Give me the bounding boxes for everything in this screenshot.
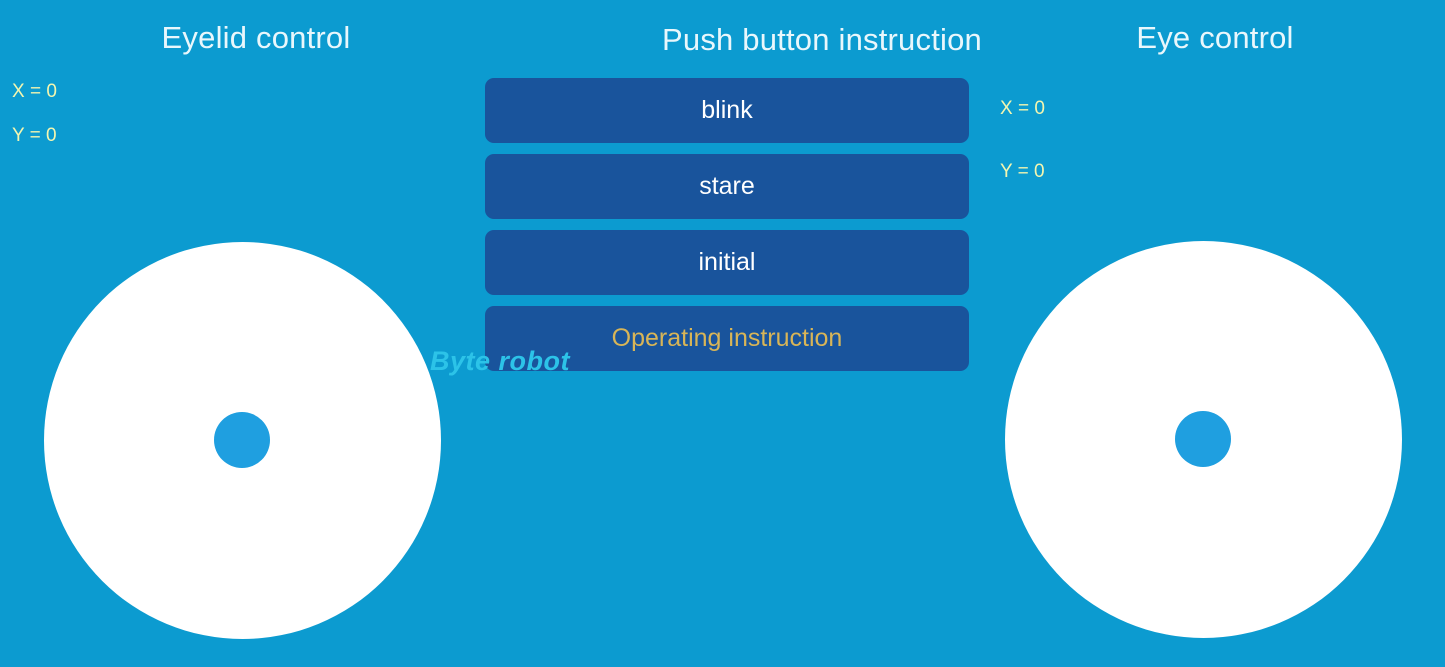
- eye-joystick-knob[interactable]: [1175, 411, 1231, 467]
- initial-button[interactable]: initial: [485, 230, 969, 295]
- operating-instruction-button[interactable]: Operating instruction: [485, 306, 969, 371]
- eye-x-readout: X = 0: [1000, 98, 1045, 119]
- blink-button[interactable]: blink: [485, 78, 969, 143]
- eyelid-joystick[interactable]: [44, 242, 441, 639]
- eyelid-panel-title: Eyelid control: [161, 20, 351, 55]
- push-button-panel-title: Push button instruction: [662, 22, 982, 57]
- push-button-stack: blink stare initial Operating instructio…: [485, 78, 969, 382]
- eye-y-readout: Y = 0: [1000, 161, 1045, 182]
- eye-panel-title: Eye control: [1136, 20, 1294, 55]
- eye-joystick[interactable]: [1005, 241, 1402, 638]
- eyelid-joystick-knob[interactable]: [214, 412, 270, 468]
- stare-button[interactable]: stare: [485, 154, 969, 219]
- eyelid-y-readout: Y = 0: [12, 125, 57, 146]
- eyelid-x-readout: X = 0: [12, 81, 57, 102]
